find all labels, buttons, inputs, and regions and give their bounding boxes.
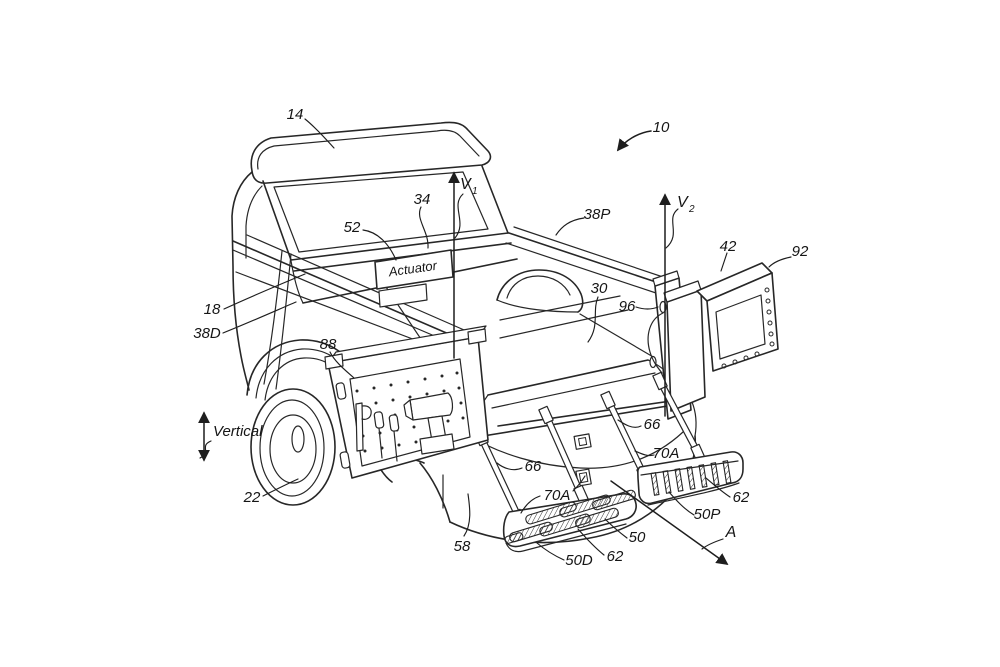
- v2-label-sub: 2: [688, 204, 695, 215]
- ref-label-14: 14: [287, 106, 304, 123]
- ref-label-66-rear: 66: [644, 416, 661, 433]
- vertical-axis-label: Vertical: [213, 423, 263, 440]
- screwdriver: [373, 411, 385, 459]
- direction-a-arrow: [610, 480, 729, 566]
- passenger-step: [637, 451, 744, 506]
- v2-label: V: [677, 194, 689, 211]
- screwdriver: [388, 414, 400, 462]
- ref-label-62-passenger: 62: [733, 489, 750, 506]
- tailgate-rivets: [721, 287, 775, 369]
- ref-label-38D: 38D: [193, 325, 221, 342]
- rear-wheel: [250, 388, 336, 506]
- ref-label-50P: 50P: [694, 506, 721, 523]
- ref-label-10: 10: [653, 119, 670, 136]
- truck-cab: [231, 121, 509, 391]
- ref-label-66-front: 66: [525, 458, 542, 475]
- tailgate-assembly: [663, 262, 779, 412]
- ref-label-92: 92: [792, 243, 809, 260]
- ref-label-50D: 50D: [565, 552, 593, 569]
- ref-label-22: 22: [243, 489, 261, 506]
- ref-label-58: 58: [454, 538, 471, 555]
- drill-tool: [403, 392, 455, 455]
- ref-label-18: 18: [204, 301, 221, 318]
- leader-lines: [199, 118, 792, 561]
- actuator-module: Actuator: [374, 249, 454, 308]
- ref-label-38P: 38P: [584, 206, 611, 223]
- figure-arrows: [198, 130, 729, 566]
- ref-label-70A-front: 70A: [544, 487, 571, 504]
- ref-label-96: 96: [619, 298, 636, 315]
- ref-label-30: 30: [591, 280, 608, 297]
- ref-label-88: 88: [320, 336, 337, 353]
- assembly-ref-arrow: [616, 130, 652, 152]
- wheel-hump: [496, 269, 584, 313]
- ref-label-62-driver: 62: [607, 548, 624, 565]
- ref-label-70A-rear: 70A: [653, 445, 680, 462]
- ref-label-42: 42: [720, 238, 737, 255]
- v1-label-sub: 1: [472, 186, 478, 197]
- ref-label-52: 52: [344, 219, 361, 236]
- clamp-tool: [355, 402, 372, 452]
- ref-label-34: 34: [414, 191, 431, 208]
- direction-a-label: A: [725, 524, 737, 541]
- driver-step: [502, 489, 637, 553]
- actuator-label: Actuator: [387, 258, 439, 280]
- v1-label: V: [460, 176, 472, 193]
- ref-label-50: 50: [629, 529, 646, 546]
- reference-labels: 14 10 34 52 V 1 V 2 38P 42 92 96 30 18 3…: [193, 106, 809, 569]
- tool-panel: [324, 325, 489, 479]
